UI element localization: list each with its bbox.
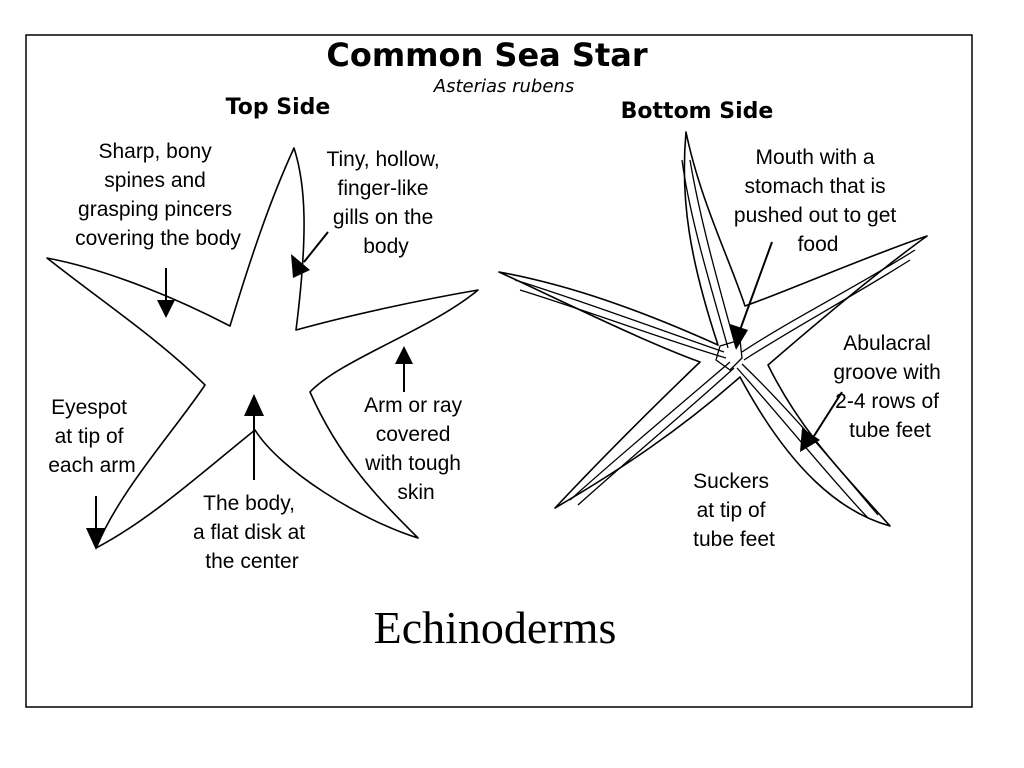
- arrow-groove: [800, 391, 843, 452]
- ambulacral-groove-line: [514, 279, 725, 353]
- arrow-spines: [157, 268, 175, 318]
- bottom-side-heading: Bottom Side: [621, 99, 774, 124]
- label-body: The body, a flat disk at the center: [193, 492, 311, 573]
- label-gills: Tiny, hollow, finger-like gills on the b…: [326, 148, 445, 258]
- arrow-mouth: [730, 241, 773, 350]
- ambulacral-groove-line: [741, 249, 916, 353]
- diagram-frame: [25, 34, 973, 708]
- label-groove: Abulacral groove with 2-4 rows of tube f…: [833, 332, 946, 442]
- arrow-gills: [291, 231, 329, 278]
- ambulacral-groove-line: [681, 159, 729, 349]
- label-arm: Arm or ray covered with tough skin: [364, 394, 468, 504]
- label-eyespot: Eyespot at tip of each arm: [48, 396, 136, 477]
- top-side-heading: Top Side: [226, 95, 331, 120]
- ambulacral-groove-line: [519, 289, 727, 359]
- ambulacral-groove-line: [569, 361, 731, 501]
- caption-echinoderms: Echinoderms: [374, 602, 617, 653]
- ambulacral-groove-line: [577, 367, 735, 506]
- label-suckers: Suckers at tip of tube feet: [693, 470, 775, 551]
- label-spines: Sharp, bony spines and grasping pincers …: [75, 140, 241, 250]
- diagram-title: Common Sea Star: [326, 36, 647, 74]
- bottom-side-star: [498, 131, 928, 527]
- ambulacral-groove-line: [743, 259, 911, 361]
- bottom-side-star-outline: [498, 131, 928, 527]
- diagram-subtitle: Asterias rubens: [433, 76, 574, 97]
- label-mouth: Mouth with a stomach that is pushed out …: [734, 146, 902, 256]
- ambulacral-groove-line: [689, 159, 737, 349]
- arrow-arm: [395, 346, 413, 392]
- arrow-body: [244, 394, 264, 480]
- arrow-eyespot: [86, 496, 106, 550]
